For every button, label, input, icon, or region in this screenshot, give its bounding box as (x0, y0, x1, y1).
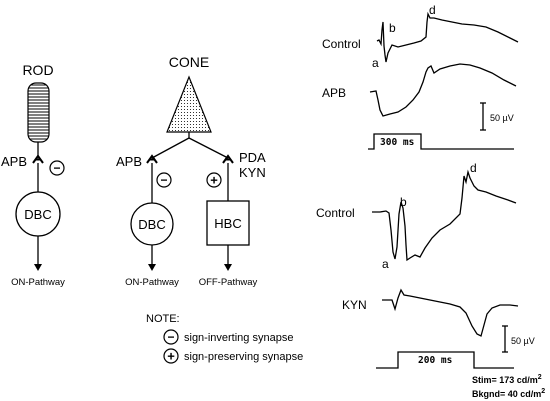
top-erg-panel: Control a b d APB 50 µV 300 ms (322, 3, 519, 150)
cone-left-output-arrow-icon (148, 264, 156, 271)
note-minus-badge (163, 329, 179, 345)
top-scale-bar-label: 50 µV (490, 113, 514, 123)
cone-off-pathway-label: OFF-Pathway (199, 277, 258, 288)
cone-right-synapse-sign: + (210, 173, 218, 188)
cone-left-receptor-label: APB (116, 154, 142, 169)
bottom-kyn-label: KYN (342, 298, 367, 312)
bottom-background-intensity: Bkgnd= 40 cd/m2 (472, 388, 545, 399)
cone-sign-preserving-badge (206, 172, 222, 188)
cone-left-synapse-icon (146, 154, 158, 164)
top-stimulus-trace (368, 133, 514, 150)
top-control-trace (376, 11, 519, 63)
note-plus-badge (163, 348, 179, 364)
cone-sign-inverting-badge (156, 172, 172, 188)
bottom-erg-panel: Control a b d KYN 50 µV 200 ms Stim= 173… (316, 161, 545, 399)
rod-title: ROD (22, 62, 53, 78)
cone-right-branch (188, 137, 229, 159)
bottom-stimulus-trace (376, 351, 514, 369)
cone-right-output-arrow-icon (224, 264, 232, 271)
cone-outer-segment (166, 75, 212, 133)
rod-dbc-label: DBC (24, 207, 51, 222)
rod-synapse-icon (32, 154, 44, 164)
cone-right-receptor-label-2: KYN (239, 165, 266, 180)
cone-dbc-label: DBC (138, 217, 165, 232)
rod-receptor-label: APB (1, 154, 27, 169)
note-title: NOTE: (146, 313, 180, 325)
bottom-kyn-trace (382, 288, 519, 337)
rod-synapse-sign: − (53, 161, 60, 175)
rod-pathway: ROD APB − DBC ON-Pathway (1, 62, 65, 288)
top-wave-a-label: a (372, 56, 379, 70)
bottom-wave-d-label: d (470, 161, 477, 175)
cone-pathway: CONE APB − DBC ON-Pathway PDA KYN + HBC … (116, 54, 266, 288)
note-minus-symbol: − (167, 330, 174, 344)
cone-on-pathway-label: ON-Pathway (125, 277, 179, 288)
note-legend: NOTE: − sign-inverting synapse + sign-pr… (146, 313, 303, 364)
bottom-wave-b-label: b (400, 195, 407, 209)
bottom-control-label: Control (316, 206, 355, 220)
rod-pathway-label: ON-Pathway (11, 277, 65, 288)
bottom-wave-a-label: a (382, 257, 389, 271)
top-apb-label: APB (322, 86, 346, 100)
top-control-label: Control (322, 37, 361, 51)
rod-sign-inverting-badge (49, 160, 65, 176)
cone-right-receptor-label-1: PDA (239, 150, 266, 165)
bottom-stim-intensity: Stim= 173 cd/m2 (472, 374, 542, 385)
note-sign-inverting-text: sign-inverting synapse (184, 332, 293, 344)
bottom-stimulus-label: 200 ms (418, 355, 452, 366)
top-stimulus-label: 300 ms (380, 137, 414, 148)
cone-title: CONE (169, 54, 209, 70)
top-apb-trace (369, 63, 517, 117)
bottom-control-trace (372, 169, 517, 262)
top-wave-d-label: d (429, 3, 436, 17)
cone-left-branch (151, 137, 190, 159)
rod-outer-segment (27, 82, 50, 143)
bottom-scale-bar-label: 50 µV (511, 336, 535, 346)
rod-output-arrow-icon (34, 264, 42, 271)
note-sign-preserving-text: sign-preserving synapse (184, 351, 303, 363)
cone-hbc-label: HBC (214, 216, 241, 231)
cone-right-synapse-icon (222, 154, 234, 164)
note-plus-symbol: + (167, 349, 175, 364)
top-wave-b-label: b (389, 21, 396, 35)
cone-left-synapse-sign: − (160, 173, 167, 187)
